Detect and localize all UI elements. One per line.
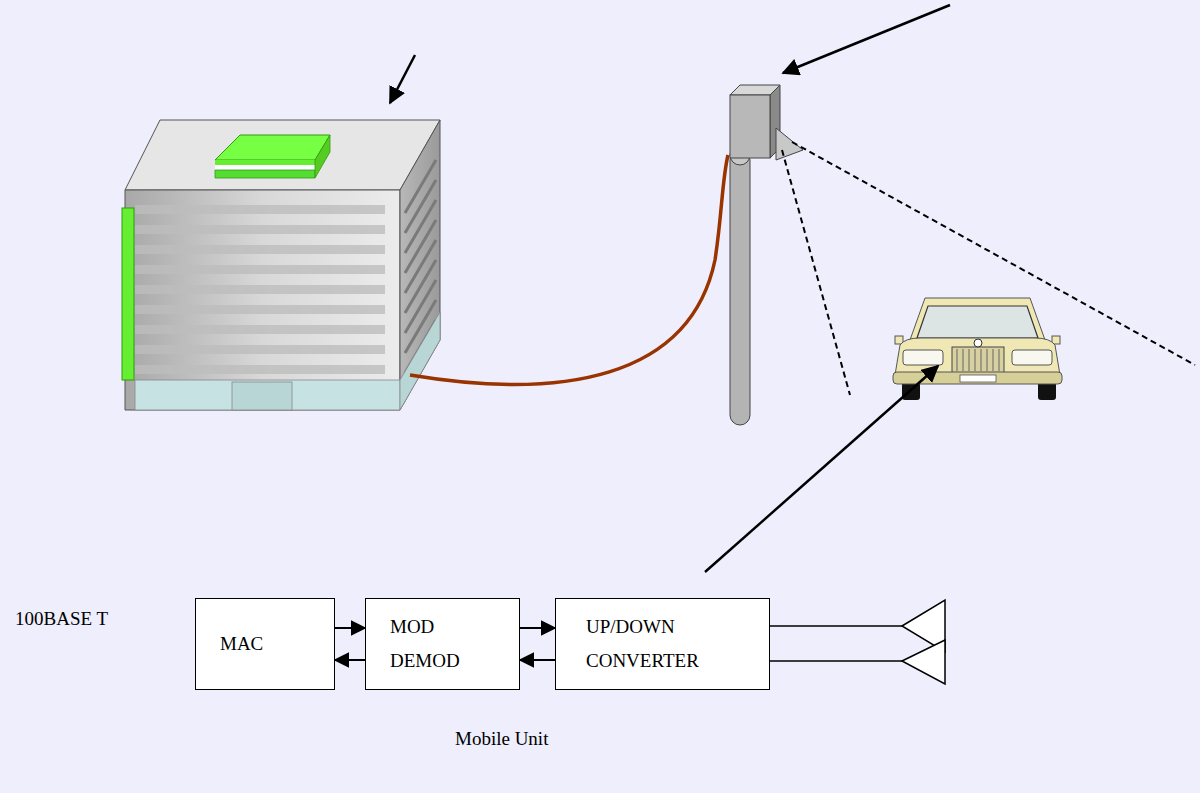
block-label: MOD DEMOD	[390, 610, 460, 678]
caption-label: Mobile Unit	[455, 728, 548, 750]
block-box: UP/DOWN CONVERTER	[555, 598, 770, 690]
block-label: MAC	[220, 627, 263, 661]
pointer-arrow	[705, 366, 938, 572]
signal-arrow	[520, 627, 555, 629]
building	[122, 120, 440, 410]
pole	[730, 85, 803, 425]
block-label: UP/DOWN CONVERTER	[586, 610, 699, 678]
signal-arrow	[335, 659, 365, 661]
pointer-arrow	[783, 5, 950, 73]
signal-arrow	[520, 659, 555, 661]
beam-edge	[792, 142, 1195, 365]
block-box: MAC	[195, 598, 335, 690]
beam-edge	[782, 150, 850, 395]
antenna-symbol	[770, 600, 945, 684]
pointer-arrow	[390, 55, 415, 103]
block-box: MOD DEMOD	[365, 598, 520, 690]
interface-label: 100BASE T	[15, 608, 108, 630]
signal-arrow	[335, 627, 365, 629]
cable	[410, 155, 728, 384]
